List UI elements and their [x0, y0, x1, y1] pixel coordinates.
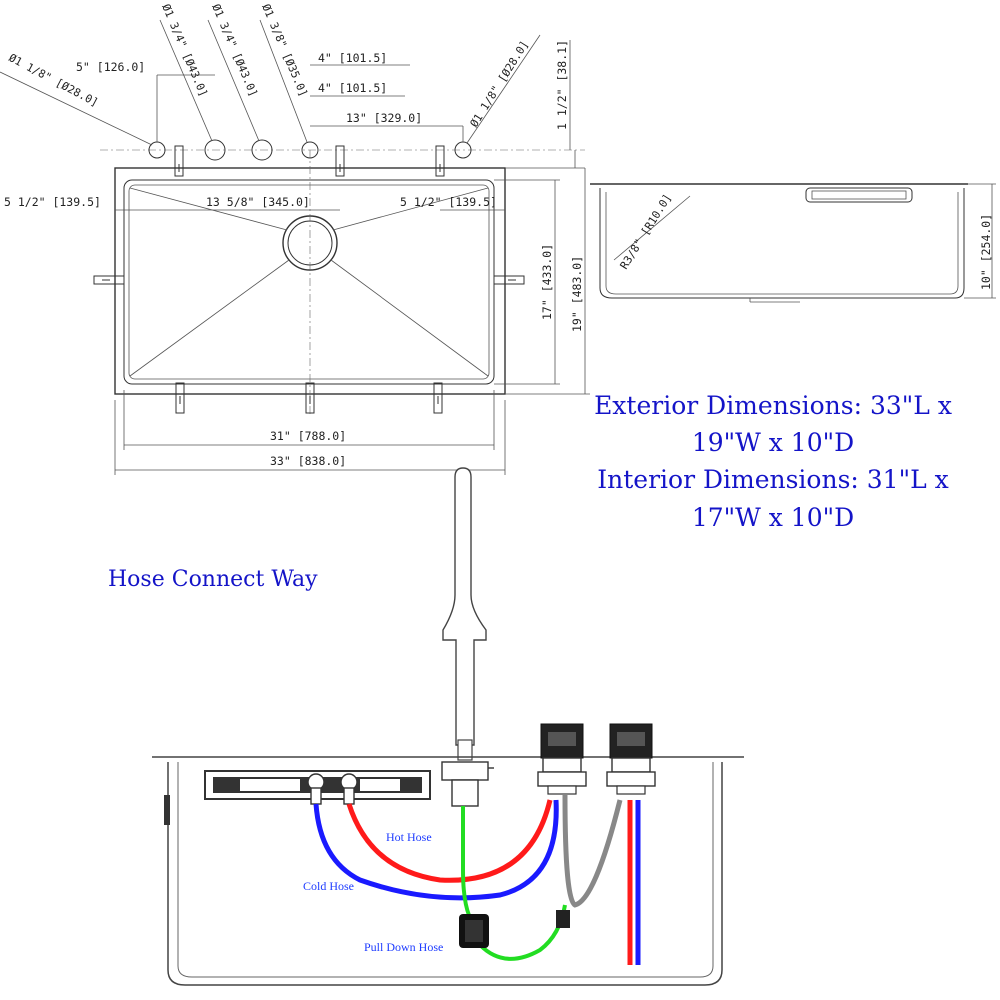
- faucet-body: [442, 467, 487, 746]
- dim-5in: 5" [126.0]: [76, 60, 145, 74]
- valve-stems: [307, 773, 358, 805]
- dim-5-5in-left: 5 1/2" [139.5]: [4, 195, 101, 209]
- sink-inner-bowl: [123, 179, 495, 385]
- dim-5-5in-right: 5 1/2" [139.5]: [400, 195, 497, 209]
- dim-1-5in: 1 1/2" [38.1]: [555, 40, 569, 130]
- mounting-clips: [93, 145, 525, 414]
- faucet-hole-a: [204, 139, 226, 161]
- dim-33in: 33" [838.0]: [270, 454, 346, 468]
- radius-label: R3/8" [R10.0]: [618, 192, 675, 272]
- depth-label: 10" [254.0]: [979, 214, 993, 290]
- sink-bowl-inner-edge: [128, 184, 490, 380]
- interior-line-2: 17"W x 10"D: [692, 503, 854, 532]
- slope-line: [129, 259, 290, 377]
- hose-connect-diagram: Hose Connect Way: [108, 467, 744, 986]
- cold-hose: [313, 799, 559, 901]
- basin-outer: [167, 762, 723, 986]
- slope-line: [129, 187, 288, 231]
- hot-hose-label: Hot Hose: [386, 830, 432, 844]
- supply-valve-right: [606, 723, 656, 795]
- hole-a-label: Ø1 3/4" [Ø43.0]: [159, 2, 210, 99]
- slope-line: [330, 259, 489, 377]
- hose-diagram-title: Hose Connect Way: [108, 567, 318, 592]
- sink-side-view: R3/8" [R10.0] 10" [254.0]: [590, 183, 996, 303]
- faucet-mount: [441, 761, 489, 781]
- interior-line-1: Interior Dimensions: 31"L x: [597, 465, 949, 494]
- supply-valve-left: [537, 723, 587, 795]
- hole-leader-lines: [0, 19, 541, 146]
- dimension-lines: [114, 40, 590, 475]
- dim-13-5-8in: 13 5/8" [345.0]: [206, 195, 310, 209]
- exterior-line-1: Exterior Dimensions: 33"L x: [594, 391, 952, 420]
- faucet-hole-c: [301, 141, 319, 159]
- hot-hose: [346, 799, 553, 883]
- accessory-ledge: [805, 187, 913, 203]
- dim-31in: 31" [788.0]: [270, 429, 346, 443]
- slope-line: [332, 187, 489, 231]
- quick-connector: [556, 910, 570, 928]
- sink-top-view: Ø1 1/8" [Ø28.0] Ø1 3/4" [Ø43.0] Ø1 3/4" …: [0, 2, 590, 475]
- dim-17in: 17" [433.0]: [540, 244, 554, 320]
- dim-13in: 13" [329.0]: [346, 111, 422, 125]
- right-hole-label: Ø1 1/8" [Ø28.0]: [468, 38, 532, 129]
- pull-down-hose-label: Pull Down Hose: [364, 940, 443, 954]
- pull-down-hose: [461, 806, 567, 961]
- faucet-hole-b: [251, 139, 273, 161]
- overflow-port: [164, 795, 170, 825]
- dimension-summary: Exterior Dimensions: 33"L x 19"W x 10"D …: [594, 391, 952, 532]
- dim-4in-a: 4" [101.5]: [318, 51, 387, 65]
- dim-4in-b: 4" [101.5]: [318, 81, 387, 95]
- supply-hose-gray: [562, 794, 623, 908]
- dim-19in: 19" [483.0]: [570, 256, 584, 332]
- cold-hose-label: Cold Hose: [303, 879, 354, 893]
- exterior-line-2: 19"W x 10"D: [692, 428, 854, 457]
